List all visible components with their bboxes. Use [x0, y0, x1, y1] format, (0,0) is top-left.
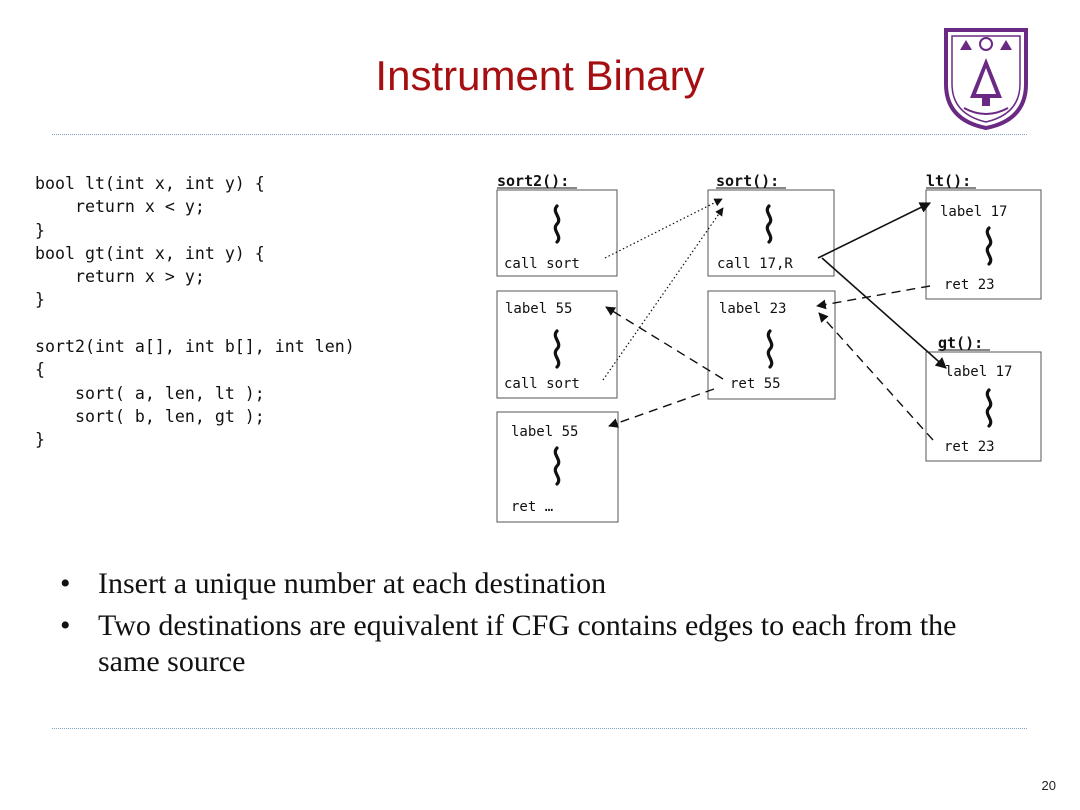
code-line: sort2(int a[], int b[], int len)	[35, 337, 355, 357]
university-seal-icon	[944, 28, 1028, 131]
squiggle-icon	[553, 204, 561, 244]
header-sort: sort():	[716, 172, 779, 190]
slide-title: Instrument Binary	[375, 52, 705, 99]
squiggle-icon	[553, 446, 561, 486]
bullet-item: Insert a unique number at each destinati…	[60, 566, 978, 602]
sort-box-1	[707, 189, 835, 277]
code-line: bool gt(int x, int y) {	[35, 243, 265, 263]
sort2-box2-label: label 55	[505, 301, 572, 317]
code-line: {	[35, 360, 45, 380]
bullet-list: Insert a unique number at each destinati…	[60, 566, 978, 686]
lt-box	[925, 189, 1042, 300]
code-line: sort( a, len, lt );	[35, 383, 265, 403]
code-line: sort( b, len, gt );	[35, 406, 265, 426]
return-edge-dashed	[608, 388, 715, 428]
call-edge-dotted	[602, 207, 724, 381]
sort2-box3-ret: ret …	[511, 499, 553, 515]
code-line: bool lt(int x, int y) {	[35, 174, 265, 193]
sort2-box-2	[496, 290, 618, 399]
return-edge-dashed	[605, 306, 724, 380]
call-edge-solid	[821, 257, 947, 369]
bullet-item: Two destinations are equivalent if CFG c…	[60, 608, 978, 680]
squiggle-icon	[985, 388, 993, 428]
call-edge-dotted	[604, 198, 723, 259]
code-line: return x < y;	[35, 197, 205, 217]
code-line: }	[35, 430, 45, 450]
call-edge-solid	[817, 202, 932, 259]
sort-box1-call: call 17,R	[717, 256, 793, 272]
code-line: return x > y;	[35, 267, 205, 287]
lt-box-ret: ret 23	[944, 277, 995, 293]
gt-box-label: label 17	[945, 364, 1012, 380]
code-line: }	[35, 290, 45, 310]
code-block: bool lt(int x, int y) { return x < y; } …	[35, 172, 355, 452]
sort-box2-label: label 23	[719, 301, 786, 317]
squiggle-icon	[765, 204, 773, 244]
sort2-box1-call: call sort	[504, 256, 580, 272]
squiggle-icon	[766, 329, 774, 369]
gt-box-ret: ret 23	[944, 439, 995, 455]
sort-box2-ret: ret 55	[730, 376, 781, 392]
gt-box	[925, 351, 1042, 462]
bottom-divider	[52, 728, 1027, 729]
header-gt: gt():	[938, 334, 983, 352]
squiggle-icon	[985, 226, 993, 266]
sort2-box2-call: call sort	[504, 376, 580, 392]
header-lt: lt():	[926, 172, 971, 190]
header-sort2: sort2():	[497, 172, 569, 190]
return-edge-dashed	[816, 285, 931, 310]
squiggle-icon	[553, 329, 561, 369]
return-edge-dashed	[818, 312, 934, 441]
sort2-box3-label: label 55	[511, 424, 578, 440]
code-line: }	[35, 220, 45, 240]
top-divider	[52, 134, 1027, 135]
lt-box-label: label 17	[940, 204, 1007, 220]
page-number: 20	[1041, 778, 1056, 793]
